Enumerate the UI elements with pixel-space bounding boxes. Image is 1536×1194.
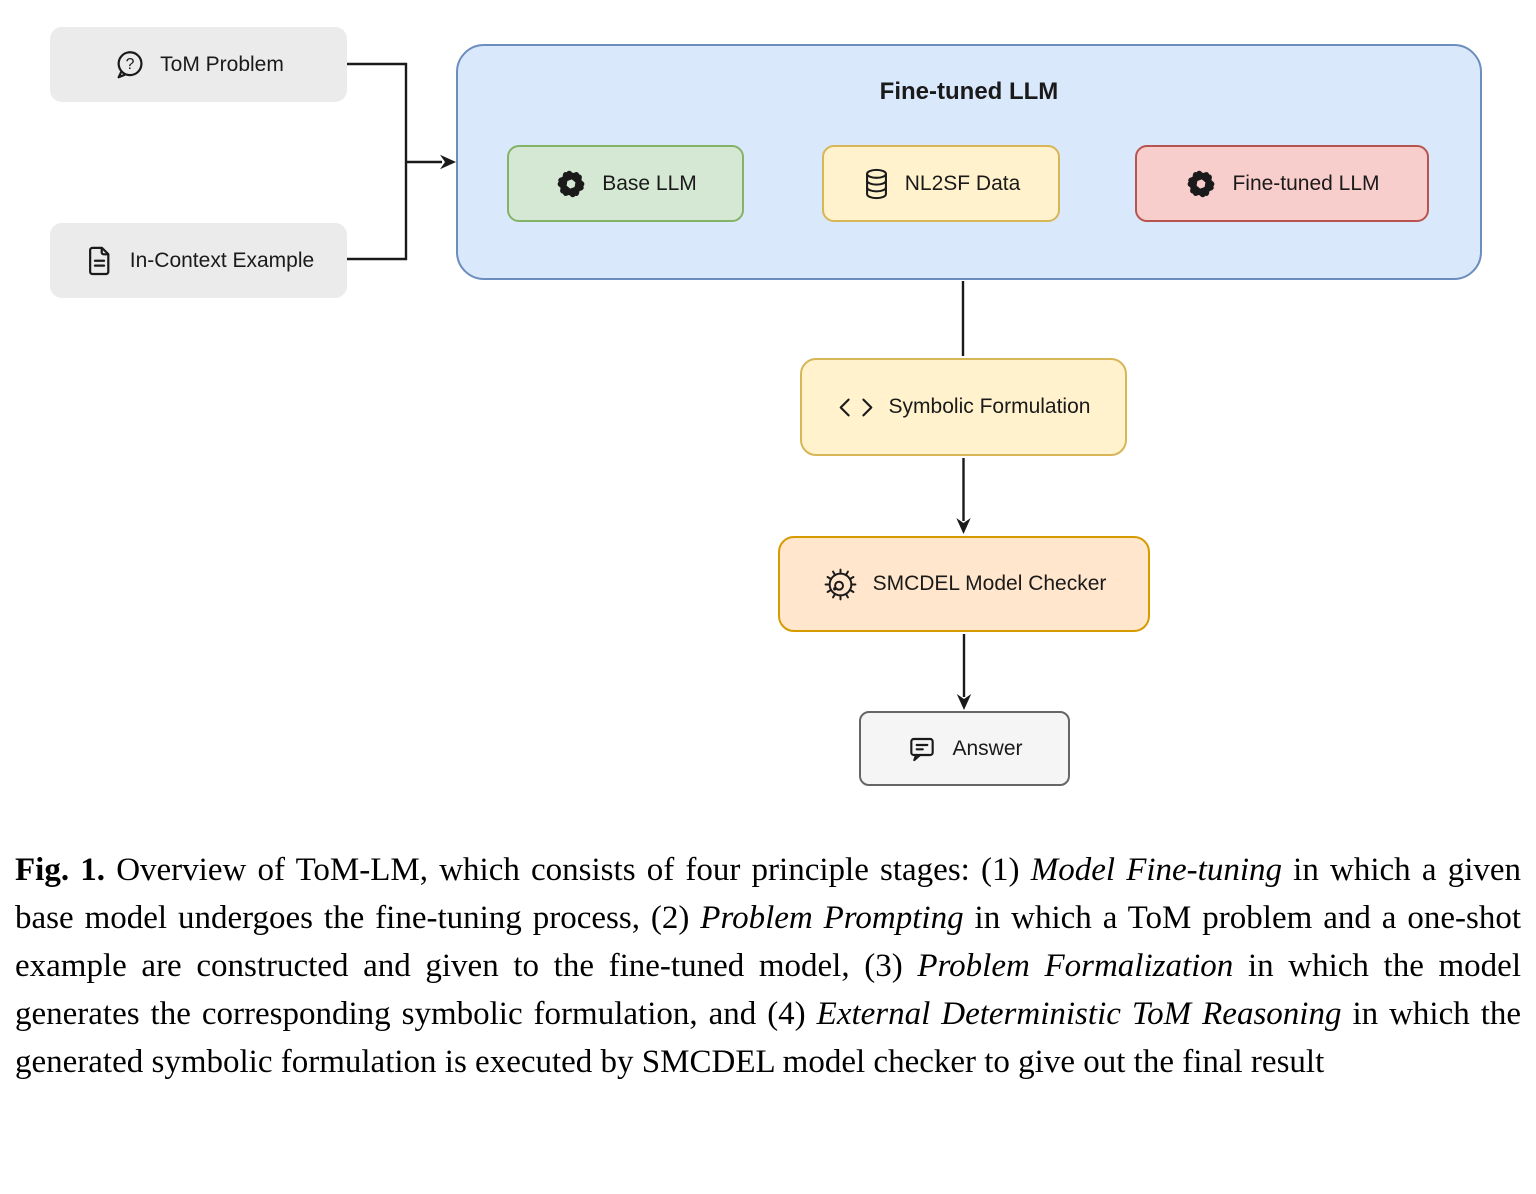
- figure-caption: Fig. 1. Overview of ToM-LM, which consis…: [0, 812, 1536, 1086]
- answer-node: Answer: [859, 711, 1070, 786]
- caption-text: in which a ToM problem and a one-shot ex…: [15, 900, 1521, 984]
- arrowhead-into-container: [440, 154, 456, 170]
- caption-stage-3: Problem Formalization: [917, 948, 1234, 984]
- base-llm-node: Base LLM: [507, 145, 744, 222]
- question-bubble-icon: ?: [117, 51, 143, 79]
- document-icon: [88, 246, 110, 276]
- speech-bubble-icon: [910, 737, 935, 761]
- node-label: NL2SF Data: [904, 171, 1021, 195]
- node-label: ToM Problem: [160, 52, 284, 76]
- node-label: Answer: [952, 736, 1023, 760]
- caption-stage-2: Problem Prompting: [700, 900, 964, 936]
- container-title: Fine-tuned LLM: [879, 78, 1059, 105]
- arrowhead-into-smcdel: [956, 518, 971, 534]
- node-label: SMCDEL Model Checker: [872, 572, 1107, 595]
- merge-connector-lines: [347, 62, 408, 261]
- symbolic-formulation-node: Symbolic Formulation: [800, 358, 1127, 456]
- fine-tuned-llm-container: Fine-tuned LLM Base LLM: [456, 44, 1482, 280]
- caption-text: in which the model generates the corresp…: [15, 948, 1521, 1032]
- fine-tuned-llm-node: Fine-tuned LLM: [1135, 145, 1429, 222]
- node-label: Fine-tuned LLM: [1232, 171, 1380, 195]
- nl2sf-data-node: NL2SF Data: [822, 145, 1060, 222]
- openai-logo-icon: [557, 170, 585, 197]
- arrowhead-into-answer: [956, 694, 972, 710]
- node-label: Base LLM: [602, 171, 697, 195]
- caption-text: in which a given base model undergoes th…: [15, 852, 1522, 936]
- node-label: In-Context Example: [129, 248, 315, 272]
- caption-figure-label: Fig. 1.: [15, 852, 106, 888]
- openai-logo-icon: [1188, 170, 1215, 197]
- figure-canvas: ? ToM Problem In-Context Example Fine-tu…: [50, 27, 1482, 786]
- database-icon: [865, 168, 887, 199]
- caption-stage-4: External Deterministic ToM Reasoning: [816, 996, 1342, 1032]
- node-label: Symbolic Formulation: [888, 395, 1091, 418]
- caption-text: in which the generated symbolic formulat…: [15, 996, 1522, 1080]
- in-context-example-node: In-Context Example: [50, 223, 347, 298]
- code-icon: [839, 398, 872, 416]
- caption-stage-1: Model Fine-tuning: [1030, 852, 1282, 888]
- gear-icon: [824, 568, 857, 600]
- smcdel-model-checker-node: SMCDEL Model Checker: [778, 536, 1150, 632]
- caption-text: Overview of ToM-LM, which consists of fo…: [105, 852, 1031, 888]
- question-mark-glyph: ?: [126, 56, 135, 73]
- tom-problem-node: ? ToM Problem: [50, 27, 347, 102]
